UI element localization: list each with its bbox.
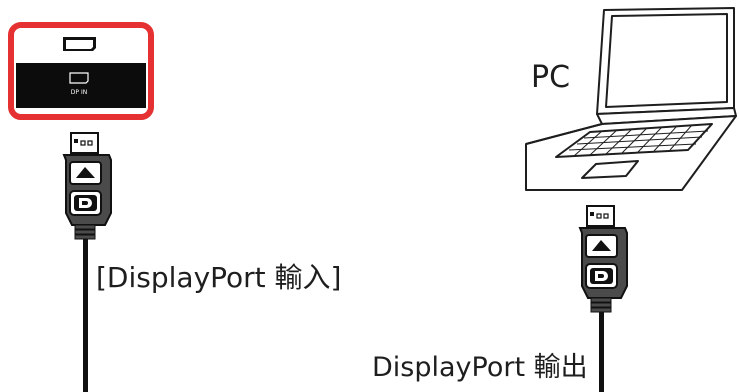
displayport-connector-icon bbox=[58, 131, 116, 392]
dp-port-icon bbox=[69, 72, 89, 84]
laptop-icon bbox=[522, 4, 738, 192]
displayport-connector-icon bbox=[574, 204, 632, 392]
pc-label: PC bbox=[531, 60, 571, 95]
port-label: DP IN bbox=[71, 89, 87, 96]
dp-in-port-panel: DP IN bbox=[8, 22, 154, 120]
displayport-input-label: [DisplayPort 輸入] bbox=[96, 261, 342, 294]
displayport-output-label: DisplayPort 輸出 bbox=[372, 352, 588, 383]
